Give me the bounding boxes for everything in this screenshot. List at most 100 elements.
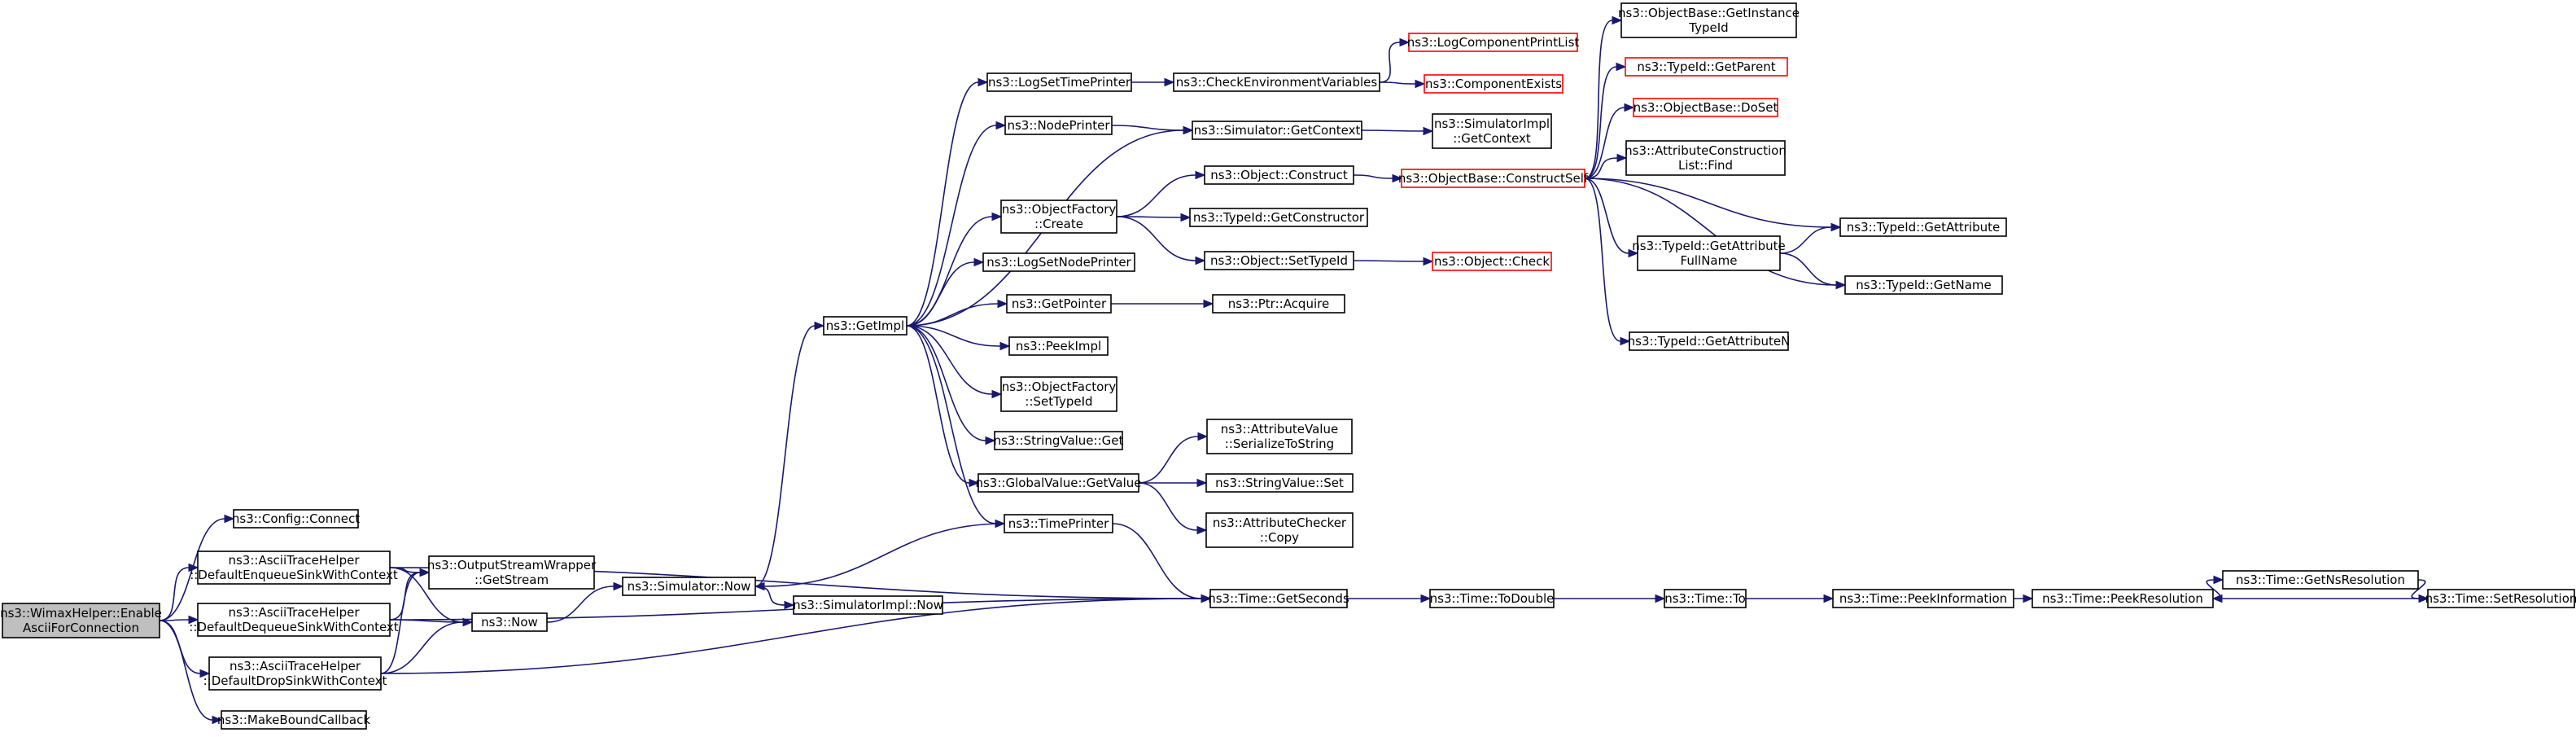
node-sim-now[interactable]: ns3::Simulator::Now [622, 577, 756, 596]
node-label: ns3::AttributeValue [1221, 422, 1338, 436]
node-box [1204, 165, 1354, 185]
node-object-check[interactable]: ns3::Object::Check [1432, 252, 1552, 271]
edge-objbase-constructself-to-typeid-getattribute [1584, 178, 1842, 232]
arrowhead [199, 669, 211, 678]
node-time-setresolution[interactable]: ns3::Time::SetResolution [2425, 589, 2576, 608]
node-dequeue[interactable]: ns3::AsciiTraceHelper::DefaultDequeueSin… [189, 603, 399, 637]
node-attrchecker-copy[interactable]: ns3::AttributeChecker::Copy [1205, 512, 1354, 548]
node-getstream[interactable]: ns3::OutputStreamWrapper::GetStream [427, 555, 597, 590]
node-label: ns3::GetPointer [1012, 296, 1107, 311]
edge-objbase-constructself-to-objbase-getinstancetypeid [1584, 15, 1623, 179]
node-getpointer[interactable]: ns3::GetPointer [1006, 294, 1112, 314]
arrowhead [1399, 37, 1410, 47]
node-globalvalue-getvalue[interactable]: ns3::GlobalValue::GetValue [975, 473, 1142, 493]
node-box [1000, 376, 1117, 412]
node-label: ns3::ObjectFactory [1002, 202, 1117, 217]
node-drop[interactable]: ns3::AsciiTraceHelper::DefaultDropSinkWi… [203, 656, 387, 691]
node-makebound[interactable]: ns3::MakeBoundCallback [217, 710, 370, 730]
arrowhead [814, 321, 825, 331]
edge-line [1584, 66, 1617, 179]
node-typeid-getattributen[interactable]: ns3::TypeId::GetAttributeN [1628, 331, 1791, 351]
arrowhead [462, 617, 474, 627]
node-time-todouble[interactable]: ns3::Time::ToDouble [1429, 589, 1555, 608]
node-box [977, 473, 1139, 493]
node-box [1424, 74, 1564, 94]
arrowhead [1201, 594, 1212, 603]
node-typeid-getparent[interactable]: ns3::TypeId::GetParent [1625, 57, 1788, 77]
node-box [1637, 235, 1781, 271]
node-objfactory-create[interactable]: ns3::ObjectFactory::Create [1000, 200, 1117, 234]
node-simimpl-now[interactable]: ns3::SimulatorImpl::Now [793, 595, 943, 615]
node-logcomponentprintlist[interactable]: ns3::LogComponentPrintList [1407, 33, 1580, 52]
node-root[interactable]: ns3::WimaxHelper::EnableAsciiForConnecti… [0, 603, 162, 638]
node-object-construct[interactable]: ns3::Object::Construct [1204, 165, 1354, 185]
node-typeid-getname[interactable]: ns3::TypeId::GetName [1844, 275, 2003, 295]
node-time-peekresolution[interactable]: ns3::Time::PeekResolution [2031, 589, 2214, 608]
edge-line [1116, 174, 1196, 217]
node-logsetnodeprinter[interactable]: ns3::LogSetNodePrinter [982, 252, 1135, 272]
node-logsettimeprinter[interactable]: ns3::LogSetTimePrinter [986, 72, 1132, 92]
edge-line [546, 586, 614, 623]
node-stringvalue-set[interactable]: ns3::StringValue::Set [1205, 473, 1354, 493]
node-time-peekinformation[interactable]: ns3::Time::PeekInformation [1832, 589, 2014, 608]
node-box [428, 555, 595, 590]
node-object-settypeid[interactable]: ns3::Object::SetTypeId [1204, 251, 1354, 270]
node-stringvalue-get[interactable]: ns3::StringValue::Get [994, 431, 1124, 450]
node-time-getnsresolution[interactable]: ns3::Time::GetNsResolution [2222, 570, 2419, 590]
node-getimpl[interactable]: ns3::GetImpl [823, 316, 908, 336]
arrowhead [1835, 280, 1847, 290]
node-enqueue[interactable]: ns3::AsciiTraceHelper::DefaultEnqueueSin… [190, 551, 398, 585]
node-sim-getcontext[interactable]: ns3::Simulator::GetContext [1192, 121, 1362, 140]
node-label: ::SerializeToString [1225, 436, 1334, 451]
node-attrvalue-serialize[interactable]: ns3::AttributeValue::SerializeToString [1206, 419, 1353, 454]
node-timeprinter[interactable]: ns3::TimePrinter [1004, 514, 1113, 533]
arrowhead [973, 257, 985, 267]
node-nodeprinter[interactable]: ns3::NodePrinter [1004, 116, 1113, 135]
node-label: ns3::Time::SetResolution [2425, 591, 2576, 606]
arrowhead [1197, 432, 1209, 441]
arrowhead [1392, 173, 1403, 183]
node-box [1408, 33, 1578, 52]
arrowhead [1423, 126, 1434, 136]
edge-getimpl-to-globalvalue-getvalue [906, 325, 980, 488]
node-config-connect[interactable]: ns3::Config::Connect [232, 509, 360, 529]
edge-checkenv-to-componentexists [1379, 79, 1426, 89]
node-objfactory-settypeid[interactable]: ns3::ObjectFactory::SetTypeId [1000, 376, 1117, 412]
node-label: ns3::Config::Connect [232, 511, 360, 526]
node-peekimpl[interactable]: ns3::PeekImpl [1008, 336, 1109, 356]
node-objbase-constructself[interactable]: ns3::ObjectBase::ConstructSelf [1398, 169, 1589, 188]
node-time-getseconds[interactable]: ns3::Time::GetSeconds [1208, 589, 1349, 608]
node-box [2031, 589, 2214, 608]
node-box [1008, 336, 1109, 356]
node-now[interactable]: ns3::Now [471, 612, 548, 632]
node-label: ::DefaultDropSinkWithContext [203, 673, 387, 688]
arrowhead [224, 514, 235, 524]
node-box [1006, 294, 1112, 314]
edge-line [906, 261, 975, 327]
edge-line [1111, 125, 1184, 131]
edge-line [906, 125, 997, 327]
node-time-to[interactable]: ns3::Time::To [1664, 589, 1747, 608]
edge-getimpl-to-timeprinter [906, 325, 1006, 529]
node-box [197, 551, 391, 585]
node-simimpl-getcontext[interactable]: ns3::SimulatorImpl::GetContext [1432, 113, 1552, 149]
node-typeid-getattribute[interactable]: ns3::TypeId::GetAttribute [1839, 217, 2007, 237]
arrowhead [991, 212, 1003, 222]
edge-timeprinter-to-time-getseconds [1112, 523, 1212, 603]
node-objbase-doset[interactable]: ns3::ObjectBase::DoSet [1633, 98, 1778, 117]
node-box [233, 509, 359, 529]
arrowhead [188, 563, 199, 572]
node-ptr-acquire[interactable]: ns3::Ptr::Acquire [1212, 294, 1345, 314]
edge-line [1584, 20, 1613, 179]
edge-objbase-constructself-to-objbase-doset [1584, 103, 1635, 179]
edge-sim-getcontext-to-simimpl-getcontext [1361, 126, 1434, 136]
node-componentexists[interactable]: ns3::ComponentExists [1424, 74, 1564, 94]
node-typeid-getconstructor[interactable]: ns3::TypeId::GetConstructor [1189, 208, 1368, 227]
arrowhead [2213, 575, 2224, 585]
node-label: ::SetTypeId [1025, 394, 1092, 409]
node-checkenv[interactable]: ns3::CheckEnvironmentVariables [1173, 72, 1380, 92]
arrowhead [754, 581, 765, 591]
